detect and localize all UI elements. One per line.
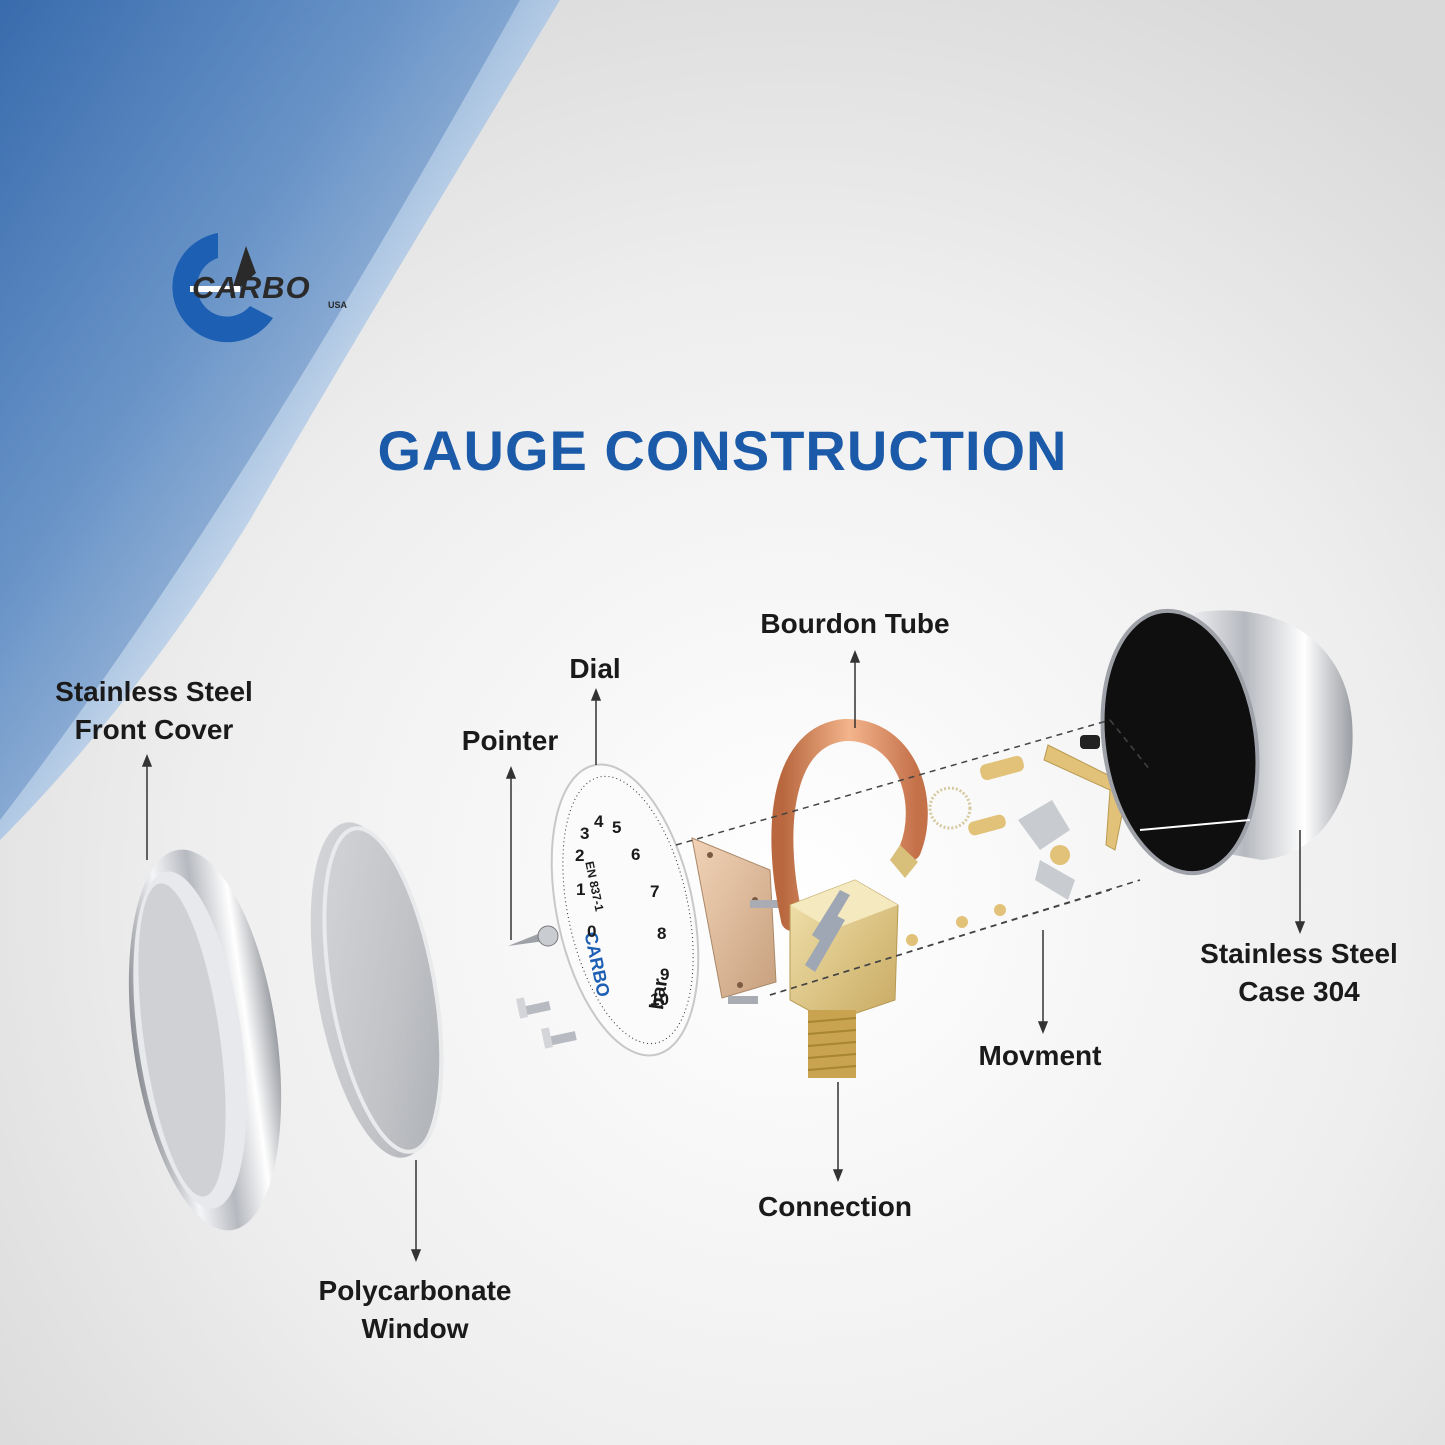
label-bourdon-tube: Bourdon Tube [760, 608, 950, 639]
dial-number-3: 3 [580, 824, 590, 843]
dial-number-10: 10 [650, 990, 669, 1009]
label-window: Polycarbonate Window [300, 1272, 530, 1348]
dial-number-0: 0 [587, 922, 597, 941]
dial-number-6: 6 [631, 845, 641, 864]
dial-number-1: 1 [576, 880, 586, 899]
label-front-cover-line2: Front Cover [74, 714, 234, 745]
pointer-part [508, 925, 559, 947]
label-case-line1: Stainless Steel [1200, 938, 1398, 969]
logo-emblem-icon [172, 233, 273, 343]
dial-number-2: 2 [575, 846, 585, 865]
window-part [310, 822, 444, 1158]
dial-part [550, 763, 700, 1057]
dial-number-8: 8 [657, 924, 667, 943]
dial-number-5: 5 [612, 818, 622, 837]
dial-number-9: 9 [660, 965, 670, 984]
brand-logo: CARBO USA [158, 228, 368, 348]
dial-number-7: 7 [650, 882, 660, 901]
label-window-line2: Window [361, 1313, 469, 1344]
bourdon-tube-part [771, 718, 928, 931]
label-case-line2: Case 304 [1238, 976, 1360, 1007]
assembly-guide-lines [675, 719, 1151, 996]
logo-usa-text: USA [328, 300, 348, 310]
label-movement: Movment [978, 1040, 1102, 1071]
label-pointer: Pointer [461, 725, 559, 756]
leader-arrows [141, 649, 1306, 1263]
label-dial: Dial [569, 653, 621, 684]
page-title: GAUGE CONSTRUCTION [377, 419, 1068, 482]
label-connection: Connection [758, 1191, 912, 1222]
dial-number-4: 4 [594, 812, 604, 831]
movement-plate [691, 837, 780, 1004]
logo-brand-text: CARBO [192, 270, 311, 305]
label-window-line1: Polycarbonate [318, 1275, 512, 1306]
label-case: Stainless Steel Case 304 [1180, 935, 1418, 1011]
front-cover-part [128, 849, 282, 1231]
case-part [1100, 608, 1353, 876]
label-front-cover-line1: Stainless Steel [55, 676, 253, 707]
dial-screws [516, 997, 577, 1049]
socket-part [789, 879, 899, 1078]
label-front-cover: Stainless Steel Front Cover [40, 673, 268, 749]
